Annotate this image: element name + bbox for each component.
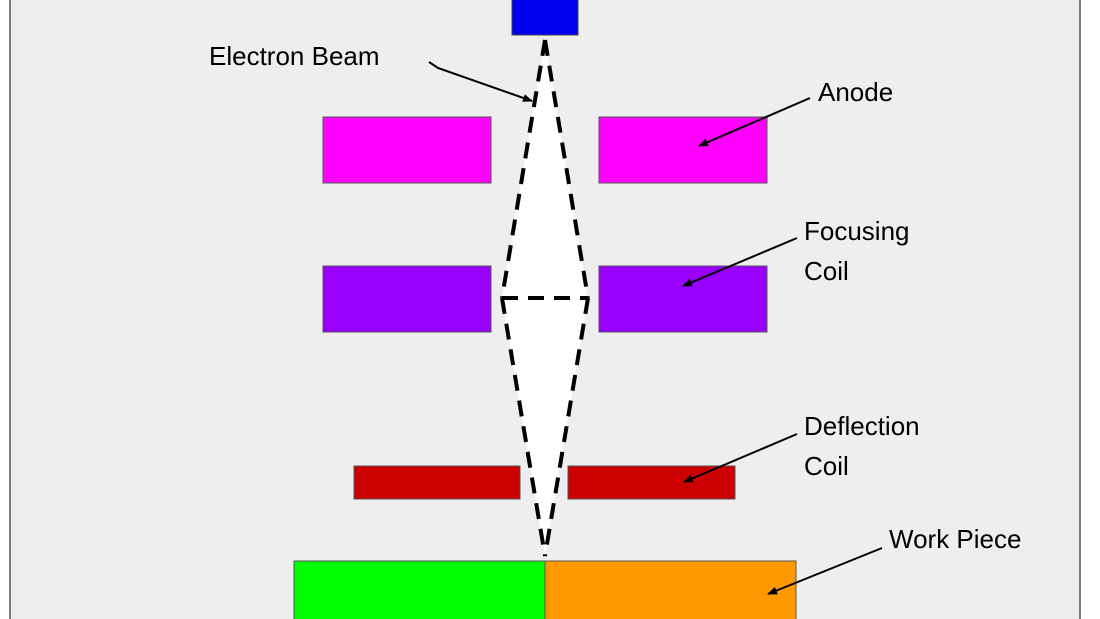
- focusing-coil-right: [598, 265, 768, 333]
- beam-edge-lower-right: [543, 297, 590, 557]
- electron-gun: [511, 0, 579, 36]
- beam-edge-lower-left: [500, 297, 547, 557]
- focusing-coil-left: [322, 265, 492, 333]
- work-piece-callout-arrow: [767, 547, 883, 595]
- electron-beam-callout-arrow: [428, 61, 533, 102]
- focusing-coil-label-line1: Focusing: [804, 216, 910, 246]
- work-piece-label: Work Piece: [889, 524, 1021, 554]
- deflection-coil-left: [353, 465, 521, 500]
- focusing-coil-label-line2: Coil: [804, 256, 849, 286]
- callout-arrows: [428, 61, 883, 595]
- beam-edge-upper-right: [543, 39, 590, 299]
- work-piece-right: [544, 560, 797, 619]
- deflection-coil-label-line2: Coil: [804, 451, 849, 481]
- beam-edge-upper-left: [500, 39, 547, 299]
- work-piece-left: [293, 560, 546, 619]
- deflection-coil-label-line1: Deflection: [804, 411, 920, 441]
- anode-plate-left: [322, 116, 492, 184]
- focusing-coil-callout-arrow: [682, 237, 798, 287]
- electron-beam-outline: [500, 39, 590, 557]
- deflection-coil-callout-arrow: [683, 433, 798, 483]
- anode-callout-arrow: [698, 97, 811, 147]
- anode-label: Anode: [818, 77, 893, 107]
- electron-beam-label: Electron Beam: [209, 41, 380, 71]
